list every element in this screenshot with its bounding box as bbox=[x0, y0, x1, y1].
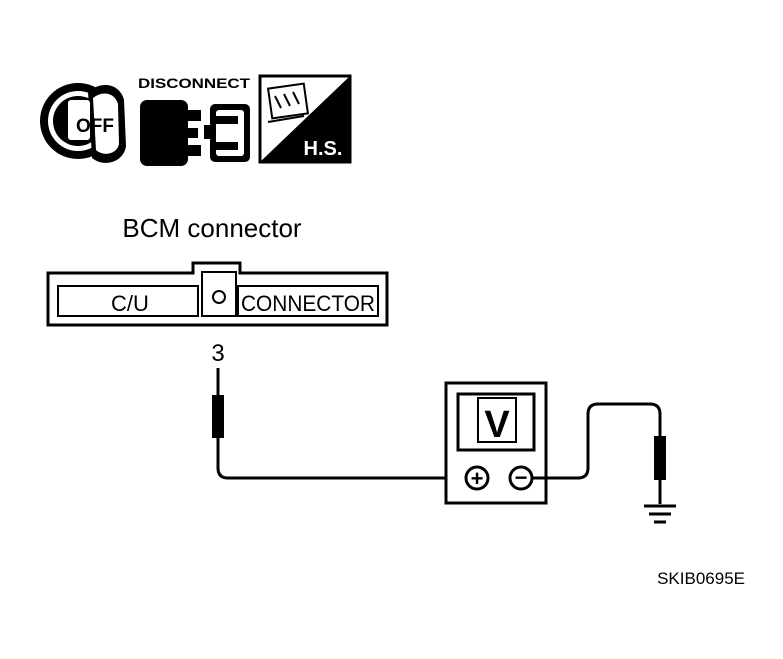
positive-probe bbox=[212, 368, 224, 438]
ignition-off-label: OFF bbox=[76, 116, 114, 137]
positive-terminal: + bbox=[464, 465, 490, 491]
voltmeter: V + − bbox=[444, 381, 548, 505]
bcm-connector: C/U CONNECTOR bbox=[46, 261, 389, 327]
connector-right-label: CONNECTOR bbox=[241, 291, 375, 316]
figure-code: SKIB0695E bbox=[657, 569, 745, 588]
connector-pictogram-icon bbox=[266, 82, 310, 123]
harness-side-icon: H.S. bbox=[258, 74, 352, 164]
positive-terminal-symbol: + bbox=[471, 466, 484, 491]
ground-icon bbox=[644, 504, 676, 524]
negative-terminal: − bbox=[508, 465, 534, 491]
connector-left-label: C/U bbox=[111, 291, 149, 316]
connector-terminal-3 bbox=[212, 290, 226, 304]
disconnect-icon: DISCONNECT bbox=[138, 75, 251, 166]
negative-probe bbox=[654, 436, 666, 504]
connector-title: BCM connector bbox=[122, 213, 302, 243]
pin-number-label: 3 bbox=[211, 340, 224, 367]
positive-lead-wire bbox=[216, 438, 470, 480]
negative-lead-wire bbox=[532, 402, 662, 480]
disconnect-label: DISCONNECT bbox=[138, 75, 251, 91]
negative-terminal-symbol: − bbox=[515, 465, 528, 490]
ignition-off-icon: OFF bbox=[40, 83, 126, 163]
voltmeter-display: V bbox=[484, 404, 510, 446]
harness-side-label: H.S. bbox=[304, 138, 343, 160]
